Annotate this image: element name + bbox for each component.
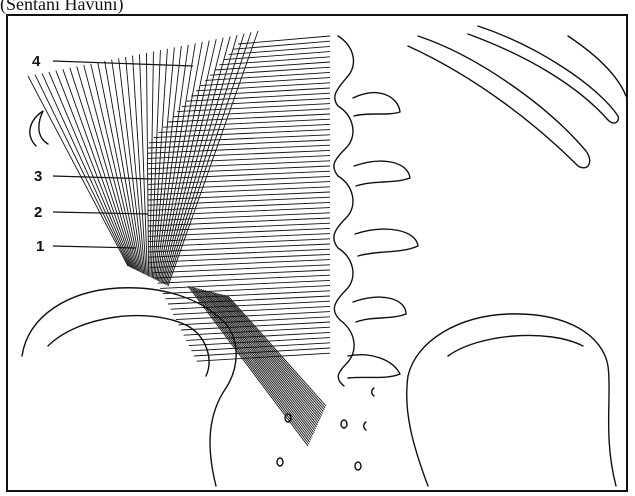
muscle-fiber [201,289,314,432]
muscle-fiber [150,51,154,276]
muscle-fiber [207,291,317,427]
label-3: 3 [34,168,42,185]
muscle-fiber [140,54,148,276]
label-4: 4 [32,53,41,70]
muscle-fiber [98,62,140,272]
transverse-process-l1 [353,93,400,116]
right-rib-distal [568,36,626,96]
muscle-fiber [217,293,321,417]
right-rib-upper [408,36,590,168]
muscle-fiber [133,56,147,276]
muscle-fiber [70,68,135,270]
spinous-process-l5 [348,355,400,378]
muscle-fiber [215,293,320,420]
muscle-fiber [56,71,133,269]
transverse-process-l3 [355,229,418,256]
sacral-foramen [285,414,291,422]
anatomy-figure-frame: 4 3 2 1 [6,14,628,492]
right-iliac-inner [448,335,583,356]
muscle-fiber [229,46,330,54]
muscle-fiber [199,289,313,435]
label-1: 1 [36,238,44,255]
label-2: 2 [34,204,42,221]
muscle-fiber [213,292,319,421]
muscle-fiber [42,73,130,267]
leader-line-3 [53,176,153,179]
muscle-fiber [211,292,318,423]
muscle-fiber [164,35,237,284]
muscle-fiber [146,53,148,276]
sacral-foramen [341,420,347,428]
muscle-fibers [28,31,330,446]
sacral-foramen [355,462,361,470]
right-iliac-crest [407,314,616,486]
vertebral-column-outline [334,36,354,386]
muscle-fiber [209,291,317,425]
transverse-process-l2 [354,161,410,186]
muscle-fiber [166,34,244,285]
leader-line-4 [53,61,193,66]
sacral-foramen [277,458,283,466]
sacral-mark [364,422,366,430]
leader-line-1 [53,246,136,248]
transverse-process-l4 [353,297,406,322]
anatomy-illustration: 4 3 2 1 [8,16,628,492]
left-iliac-crest [22,288,236,486]
muscle-fiber [238,36,330,44]
sacral-mark [372,388,374,396]
muscle-fiber [203,290,315,431]
figure-caption: (Sentani Havuni) [0,0,400,14]
left-rib-stub [30,111,48,146]
